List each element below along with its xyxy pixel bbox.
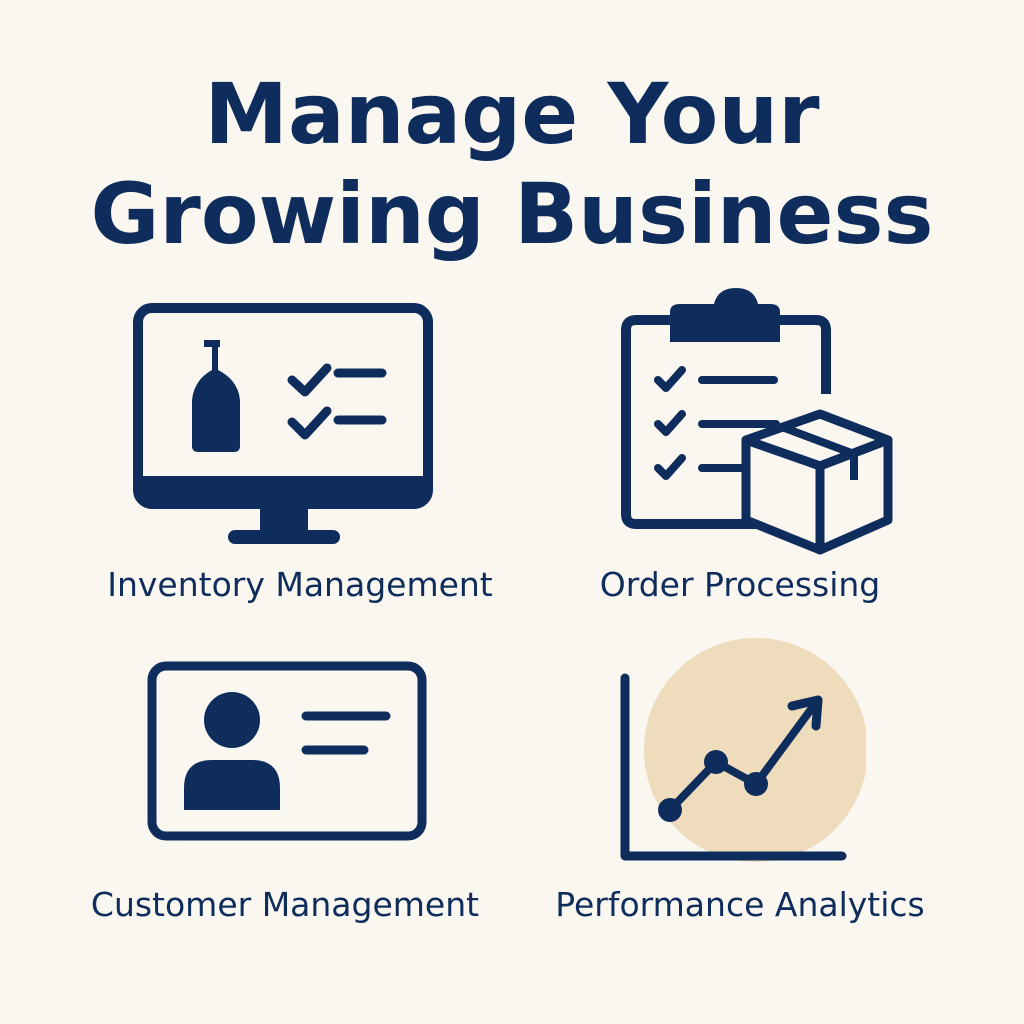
feature-label: Customer Management (90, 885, 480, 924)
growth-chart-icon (620, 638, 866, 862)
title-line-2: Growing Business (90, 165, 934, 263)
feature-label: Inventory Management (107, 565, 493, 604)
id-card-icon (147, 661, 427, 841)
monitor-bottle-checklist-icon (133, 303, 433, 544)
clipboard-box-icon (621, 288, 893, 555)
title-line-1: Manage Your (204, 65, 820, 163)
feature-label: Performance Analytics (555, 885, 925, 924)
feature-label: Order Processing (599, 565, 881, 604)
